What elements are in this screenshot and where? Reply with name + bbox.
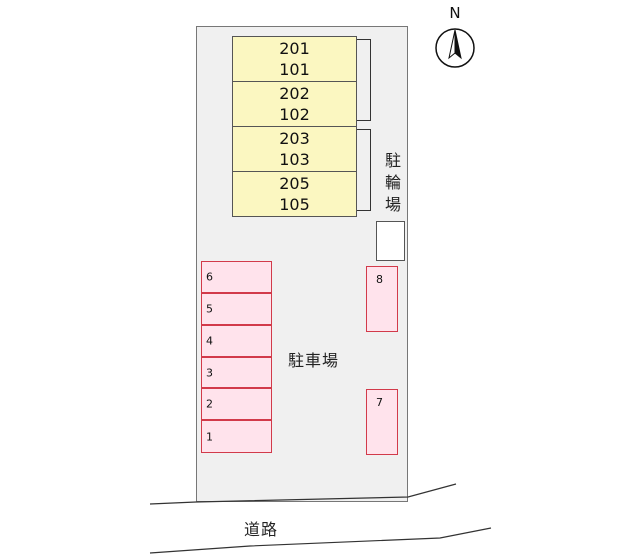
building-unit-202-102: 202 102 <box>232 81 357 127</box>
parking-space-2: 2 <box>201 388 272 420</box>
parking-space-5: 5 <box>201 293 272 325</box>
parking-space-number: 7 <box>376 396 383 409</box>
parking-space-number: 8 <box>376 273 383 286</box>
unit-upper-number: 202 <box>279 84 310 103</box>
parking-space-number: 6 <box>206 270 213 284</box>
parking-space-7: 7 <box>366 389 398 455</box>
unit-lower-number: 105 <box>279 195 310 214</box>
unit-lower-number: 102 <box>279 105 310 124</box>
unit-lower-number: 101 <box>279 60 310 79</box>
unit-upper-number: 203 <box>279 129 310 148</box>
building-unit-203-103: 203 103 <box>232 126 357 172</box>
north-arrow-icon <box>435 28 475 68</box>
unit-lower-number: 103 <box>279 150 310 169</box>
parking-space-4: 4 <box>201 325 272 357</box>
parking-area-label: 駐車場 <box>288 351 340 370</box>
parking-space-number: 4 <box>206 334 213 348</box>
stair-bracket-upper <box>357 39 371 121</box>
unit-upper-number: 201 <box>279 39 310 58</box>
parking-space-1: 1 <box>201 420 272 453</box>
building-unit-201-101: 201 101 <box>232 36 357 82</box>
parking-space-number: 5 <box>206 302 213 316</box>
compass: N <box>432 4 478 74</box>
bicycle-parking-char: 場 <box>384 195 401 214</box>
compass-north-letter: N <box>449 4 461 22</box>
parking-space-number: 1 <box>206 430 213 443</box>
parking-space-3: 3 <box>201 357 272 388</box>
parking-space-8: 8 <box>366 266 398 332</box>
utility-box <box>376 221 405 261</box>
building-unit-205-105: 205 105 <box>232 171 357 217</box>
bicycle-parking-char: 駐 <box>384 151 401 170</box>
stair-bracket-lower <box>357 129 371 211</box>
parking-space-6: 6 <box>201 261 272 293</box>
parking-space-number: 3 <box>206 366 213 379</box>
unit-upper-number: 205 <box>279 174 310 193</box>
bicycle-parking-char: 輪 <box>384 173 401 192</box>
road-label: 道路 <box>244 520 279 539</box>
parking-space-number: 2 <box>206 397 213 411</box>
bicycle-parking-label: 駐 輪 場 <box>382 150 404 216</box>
